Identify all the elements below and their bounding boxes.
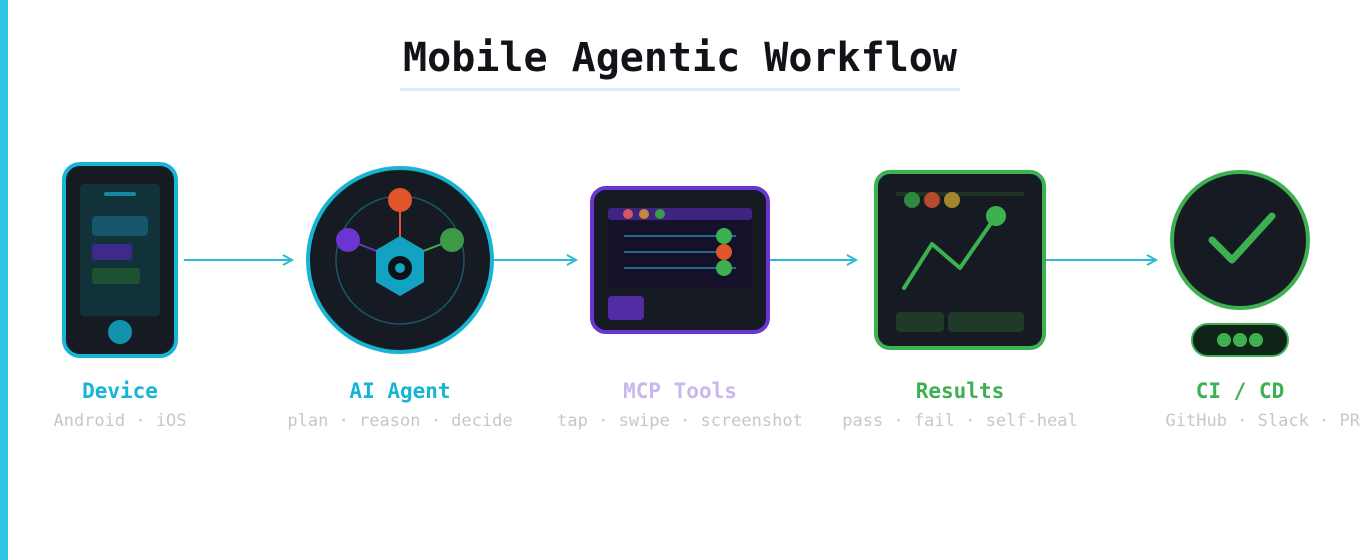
left-accent-bar [0, 0, 8, 560]
stage-subtitle-device: Android · iOS [53, 411, 187, 431]
stage-subtitle-ai-agent: plan · reason · decide [287, 411, 513, 431]
stage-subtitle-mcp-tools: tap · swipe · screenshot [557, 411, 803, 431]
stage-subtitle-ci-cd: GitHub · Slack · PR [1165, 411, 1360, 431]
results-chart-icon [874, 170, 1046, 350]
stage-label-device: Device [82, 379, 158, 403]
check-circle-icon [1170, 170, 1310, 357]
stage-subtitle-results: pass · fail · self-heal [842, 411, 1078, 431]
title-block: Mobile Agentic Workflow [400, 30, 960, 86]
stage-label-ai-agent: AI Agent [349, 379, 451, 403]
stage-label-mcp-tools: MCP Tools [623, 379, 737, 403]
stage-label-ci-cd: CI / CD [1195, 379, 1285, 403]
smartphone-icon [62, 162, 178, 358]
tool-window-icon [590, 186, 770, 334]
stage-label-results: Results [915, 379, 1005, 403]
title-underline [400, 88, 960, 91]
agent-network-icon [306, 166, 494, 354]
page-title: Mobile Agentic Workflow [403, 35, 957, 81]
